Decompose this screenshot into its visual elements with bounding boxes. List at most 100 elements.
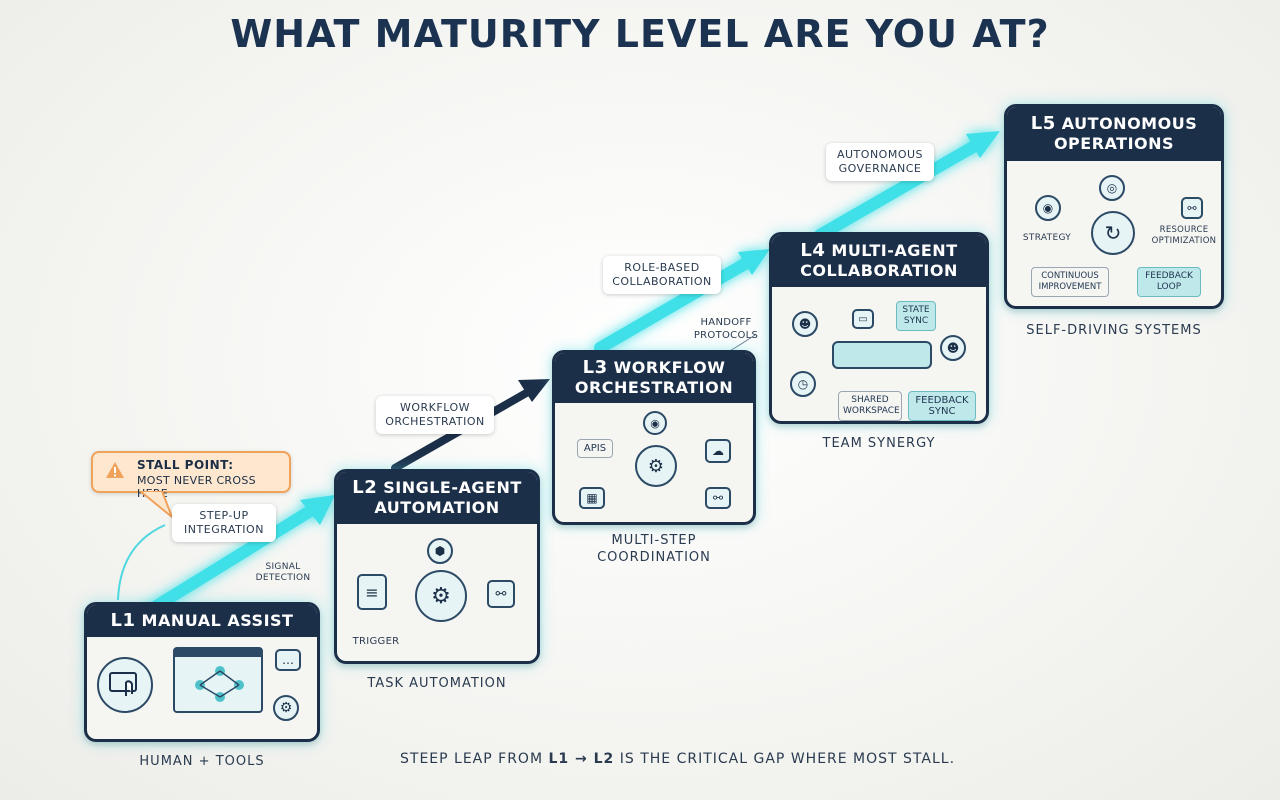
pill-line: LOOP	[1156, 282, 1182, 292]
level-number: L4	[800, 240, 826, 261]
shared-workspace-label: SHARED WORKSPACE	[838, 391, 902, 421]
level-name: WORKFLOW	[613, 358, 726, 377]
tag-role-based-collaboration: ROLE-BASED COLLABORATION	[603, 256, 721, 294]
apis-label: APIS	[577, 439, 613, 458]
feedback-sync-label: FEEDBACK SYNC	[908, 391, 976, 421]
trigger-label: TRIGGER	[352, 636, 400, 647]
clock-icon: ◷	[790, 371, 816, 397]
pill-line: STATE	[902, 305, 930, 315]
card-header: L3 WORKFLOW ORCHESTRATION	[555, 353, 753, 403]
network-icon: ⚯	[1181, 197, 1203, 219]
level-name: ORCHESTRATION	[574, 378, 734, 397]
caption-line: MULTI-STEP	[611, 533, 697, 548]
caption-line: COORDINATION	[597, 550, 711, 565]
level-card-l2: L2 SINGLE-AGENT AUTOMATION ⬢ ≡ ⚙ ⚯ TRIGGE…	[334, 469, 540, 664]
level-number: L1	[110, 610, 136, 631]
card-body: ☻ ▭ STATE SYNC ☻ ◷ SHARED WORKSPACE FEED…	[772, 287, 986, 421]
tag-step-up-integration: STEP-UP INTEGRATION	[172, 504, 276, 542]
tag-line: SIGNAL	[265, 562, 301, 572]
footer-suffix: IS THE CRITICAL GAP WHERE MOST STALL.	[614, 751, 956, 767]
caption-l2: TASK AUTOMATION	[367, 676, 507, 691]
arrow-l4-l5	[814, 131, 1000, 241]
tag-line: HANDOFF	[700, 317, 752, 328]
tag-autonomous-governance: AUTONOMOUS GOVERNANCE	[826, 143, 934, 181]
caption-l4: TEAM SYNERGY	[822, 436, 936, 451]
state-sync-label: STATE SYNC	[896, 301, 936, 331]
caption-l1: HUMAN + TOOLS	[139, 754, 265, 769]
label-line: RESOURCE	[1159, 225, 1209, 235]
pill-line: FEEDBACK	[915, 395, 969, 406]
card-header: L5 AUTONOMOUS OPERATIONS	[1007, 107, 1221, 161]
level-name: SINGLE-AGENT	[383, 478, 522, 497]
tag-line: STEP-UP	[199, 509, 249, 522]
card-body: ◎ ◉ ↻ ⚯ STRATEGY RESOURCE OPTIMIZATION C…	[1007, 161, 1221, 306]
pill-line: CONTINUOUS	[1041, 271, 1099, 281]
tag-line: AUTONOMOUS	[836, 148, 924, 161]
stall-point-callout: STALL POINT: MOST NEVER CROSS HERE	[91, 451, 291, 500]
level-name: MULTI-AGENT	[831, 241, 958, 260]
stall-heading: STALL POINT:	[137, 458, 234, 472]
caption-l5: SELF-DRIVING SYSTEMS	[1026, 323, 1202, 338]
shared-bus-icon	[832, 341, 932, 369]
resource-optimization-label: RESOURCE OPTIMIZATION	[1145, 225, 1221, 247]
tag-handoff-protocols: HANDOFF PROTOCOLS	[688, 316, 764, 342]
pill-line: IMPROVEMENT	[1038, 282, 1102, 292]
folder-icon: ▭	[852, 309, 874, 329]
gear-icon: ⚙	[273, 695, 299, 721]
level-name: OPERATIONS	[1053, 134, 1175, 153]
tag-line: DETECTION	[255, 573, 311, 583]
pill-line: SYNC	[928, 406, 956, 417]
pill-line: WORKSPACE	[843, 406, 900, 416]
gear-icon: ⚙	[635, 445, 677, 487]
tag-line: WORKFLOW	[400, 401, 470, 414]
level-number: L3	[582, 357, 608, 378]
stall-curve	[117, 524, 166, 601]
tag-line: ORCHESTRATION	[385, 415, 485, 428]
document-icon: ≡	[357, 574, 387, 610]
level-number: L2	[352, 477, 378, 498]
tag-line: GOVERNANCE	[838, 162, 922, 175]
footer-from: L1	[548, 751, 570, 767]
cycle-icon: ↻	[1091, 211, 1135, 255]
stall-pointer	[140, 491, 175, 521]
footer-to: L2	[593, 751, 615, 767]
chart-icon: ▦	[579, 487, 605, 509]
level-number: L5	[1030, 113, 1056, 134]
arrow-l3-l4	[594, 249, 770, 354]
card-header: L2 SINGLE-AGENT AUTOMATION	[337, 472, 537, 524]
tag-line: COLLABORATION	[612, 275, 712, 288]
strategy-label: STRATEGY	[1022, 233, 1072, 243]
level-name: AUTOMATION	[374, 498, 500, 517]
agent-icon: ☻	[940, 335, 966, 361]
chat-icon: …	[275, 649, 301, 671]
continuous-improvement-label: CONTINUOUS IMPROVEMENT	[1031, 267, 1109, 297]
agent-icon: ☻	[792, 311, 818, 337]
footer-prefix: STEEP LEAP FROM	[400, 751, 549, 767]
pill-line: SYNC	[903, 316, 929, 326]
shield-icon: ⬢	[427, 538, 453, 564]
level-name: MANUAL ASSIST	[141, 611, 294, 630]
globe-icon: ◎	[1099, 175, 1125, 201]
level-name: AUTONOMOUS	[1061, 114, 1198, 133]
arrow-l1-l2	[144, 495, 335, 616]
tag-line: INTEGRATION	[184, 523, 264, 536]
label-line: OPTIMIZATION	[1151, 236, 1217, 246]
gear-icon: ⚙	[415, 570, 467, 622]
page-title: WHAT MATURITY LEVEL ARE YOU AT?	[230, 12, 1050, 56]
pill-line: SHARED	[851, 395, 889, 405]
database-icon: ◉	[643, 411, 667, 435]
card-body: … ⚙	[87, 637, 317, 739]
link-icon: ⚯	[705, 487, 731, 509]
caption-l3: MULTI-STEP COORDINATION	[552, 532, 756, 566]
card-body: ⬢ ≡ ⚙ ⚯ TRIGGER	[337, 524, 537, 661]
tag-signal-detection: SIGNAL DETECTION	[248, 562, 318, 584]
pill-line: FEEDBACK	[1145, 271, 1193, 281]
card-header: L1 MANUAL ASSIST	[87, 605, 317, 637]
network-icon: ⚯	[487, 580, 515, 608]
footer-arrow: →	[569, 751, 594, 767]
